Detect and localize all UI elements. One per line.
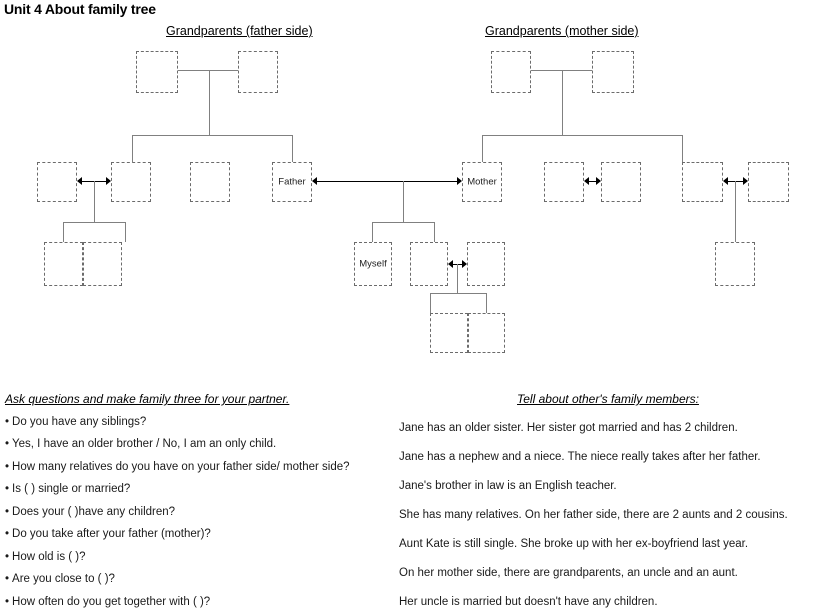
connector-paternal-gp-drop — [209, 70, 210, 135]
statement-line: Her uncle is married but doesn't have an… — [399, 596, 658, 608]
connector-parents-children-drop — [403, 181, 404, 222]
arrow-head-right-icon — [596, 177, 601, 185]
arrow-head-left-icon — [448, 260, 453, 268]
family-tree-diagram: Grandparents (father side) Grandparents … — [0, 20, 821, 390]
father-side-heading: Grandparents (father side) — [166, 24, 313, 38]
arrow-head-right-icon — [457, 177, 462, 185]
node-mother[interactable]: Mother — [462, 162, 502, 202]
node-mother-label: Mother — [467, 176, 497, 188]
connector-paternal-cousins-bar — [63, 222, 125, 223]
node-maternal-grandparent-2[interactable] — [592, 51, 634, 93]
list-item: Is ( ) single or married? — [5, 482, 405, 496]
arrow-head-right-icon — [462, 260, 467, 268]
node-father-label: Father — [278, 176, 306, 188]
connector-paternal-sibling-left — [132, 135, 133, 162]
connector-paternal-sibling-right — [292, 135, 293, 162]
connector-cousin-1-drop — [63, 222, 64, 242]
mother-side-heading: Grandparents (mother side) — [485, 24, 639, 38]
statement-line: She has many relatives. On her father si… — [399, 509, 788, 521]
connector-nephew-drop — [430, 293, 431, 313]
node-paternal-grandparent-1[interactable] — [136, 51, 178, 93]
connector-paternal-gp-marriage — [178, 70, 238, 71]
connector-sibling-children-drop — [457, 264, 458, 293]
node-father[interactable]: Father — [272, 162, 312, 202]
arrow-head-left-icon — [77, 177, 82, 185]
connector-maternal-sibling-bar — [482, 135, 682, 136]
list-item: Do you take after your father (mother)? — [5, 527, 405, 541]
node-maternal-aunt[interactable] — [682, 162, 723, 202]
node-maternal-uncle-spouse[interactable] — [601, 162, 641, 202]
statement-line: Aunt Kate is still single. She broke up … — [399, 538, 749, 550]
text-columns: Ask questions and make family three for … — [0, 392, 821, 616]
connector-cousin-2-drop — [125, 222, 126, 242]
questions-column: Ask questions and make family three for … — [5, 392, 405, 609]
connector-maternal-sibling-left — [482, 135, 483, 162]
arrow-head-right-icon — [106, 177, 111, 185]
questions-heading: Ask questions and make family three for … — [5, 392, 290, 406]
connector-maternal-cousin-drop — [735, 181, 736, 242]
connector-paternal-sibling-bar — [132, 135, 292, 136]
marriage-link-parents — [312, 177, 462, 186]
statement-line: Jane's brother in law is an English teac… — [399, 480, 617, 492]
node-niece[interactable] — [468, 313, 505, 353]
arrow-head-right-icon — [743, 177, 748, 185]
arrow-head-left-icon — [312, 177, 317, 185]
node-paternal-cousin-2[interactable] — [83, 242, 122, 286]
list-item: Are you close to ( )? — [5, 572, 405, 586]
connector-maternal-gp-marriage — [531, 70, 592, 71]
connector-paternal-aunt-children-drop — [94, 181, 95, 222]
node-nephew[interactable] — [430, 313, 468, 353]
page-title: Unit 4 About family tree — [4, 1, 156, 17]
marriage-bar — [316, 181, 458, 182]
statements-column: Tell about other's family members: Jane … — [395, 392, 821, 609]
connector-sibling-drop — [434, 222, 435, 242]
arrow-head-left-icon — [723, 177, 728, 185]
statement-line: Jane has a nephew and a niece. The niece… — [399, 451, 761, 463]
arrow-head-left-icon — [584, 177, 589, 185]
node-paternal-aunt[interactable] — [111, 162, 151, 202]
connector-nephew-niece-bar — [430, 293, 486, 294]
node-paternal-aunt-spouse[interactable] — [37, 162, 77, 202]
connector-maternal-gp-drop — [562, 70, 563, 135]
node-myself[interactable]: Myself — [354, 242, 392, 286]
node-maternal-cousin[interactable] — [715, 242, 755, 286]
node-paternal-cousin-1[interactable] — [44, 242, 83, 286]
list-item: How old is ( )? — [5, 550, 405, 564]
statement-line: On her mother side, there are grandparen… — [399, 567, 738, 579]
node-sibling-spouse[interactable] — [467, 242, 505, 286]
list-item: How many relatives do you have on your f… — [5, 460, 405, 474]
list-item: How often do you get together with ( )? — [5, 595, 405, 609]
connector-niece-drop — [486, 293, 487, 313]
node-paternal-grandparent-2[interactable] — [238, 51, 278, 93]
statements-heading: Tell about other's family members: — [517, 392, 699, 406]
statement-line: Jane has an older sister. Her sister got… — [399, 422, 738, 434]
list-item: Does your ( )have any children? — [5, 505, 405, 519]
marriage-link-maternal-uncle — [584, 177, 601, 186]
connector-myself-drop — [372, 222, 373, 242]
node-sibling[interactable] — [410, 242, 448, 286]
connector-maternal-sibling-right — [682, 135, 683, 162]
node-maternal-aunt-spouse[interactable] — [748, 162, 789, 202]
node-maternal-uncle[interactable] — [544, 162, 584, 202]
node-myself-label: Myself — [359, 258, 387, 270]
list-item: Do you have any siblings? — [5, 415, 405, 429]
node-maternal-grandparent-1[interactable] — [491, 51, 531, 93]
node-paternal-uncle[interactable] — [190, 162, 230, 202]
marriage-bar — [588, 181, 597, 182]
list-item: Yes, I have an older brother / No, I am … — [5, 437, 405, 451]
connector-siblings-bar — [372, 222, 434, 223]
questions-list: Do you have any siblings? Yes, I have an… — [5, 415, 405, 609]
